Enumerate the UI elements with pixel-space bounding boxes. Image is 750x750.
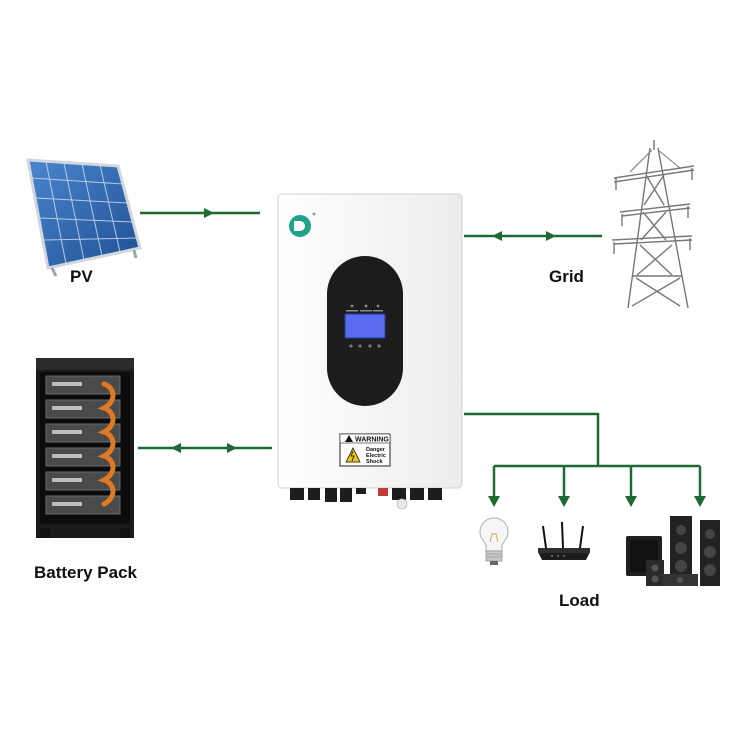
arrow-left-icon [171,443,181,453]
light-bulb-icon [479,517,509,565]
arrow-down-icon [558,496,570,507]
arrow-right-icon [546,231,556,241]
arrow-down-icon [625,496,637,507]
solar-panel-icon [26,158,142,277]
arrow-down-icon [488,496,500,507]
grid-label: Grid [549,267,584,286]
warning-line1: Danger [366,447,386,453]
arrow-right-icon [204,208,214,218]
pv-label: PV [70,267,93,286]
load-label: Load [559,591,600,610]
status-leds [346,304,383,312]
electric-shock-icon [345,447,361,463]
inverter-to-load-line [464,412,600,466]
battery-label: Battery Pack [34,563,138,582]
warning-line3: Shock [366,459,383,465]
lcd-screen [344,313,386,339]
flow-lines [138,211,702,498]
brand-logo-icon [289,212,316,237]
hybrid-inverter: WARNING Danger Electric Shock [277,193,463,510]
warning-label: WARNING Danger Electric Shock [339,433,391,467]
speaker-system-icon [626,516,720,586]
flow-arrows [171,208,706,507]
battery-modules [45,375,121,515]
arrow-right-icon [227,443,237,453]
warning-title: WARNING [355,437,389,444]
wifi-router-icon [538,521,590,560]
power-tower-icon [611,140,695,309]
arrow-down-icon [694,496,706,507]
warning-line2: Electric [366,453,386,459]
battery-rack-icon [36,358,134,538]
cable-terminals [290,488,442,510]
arrow-left-icon [492,231,502,241]
warning-triangle-icon [345,435,353,442]
control-buttons [349,344,381,348]
